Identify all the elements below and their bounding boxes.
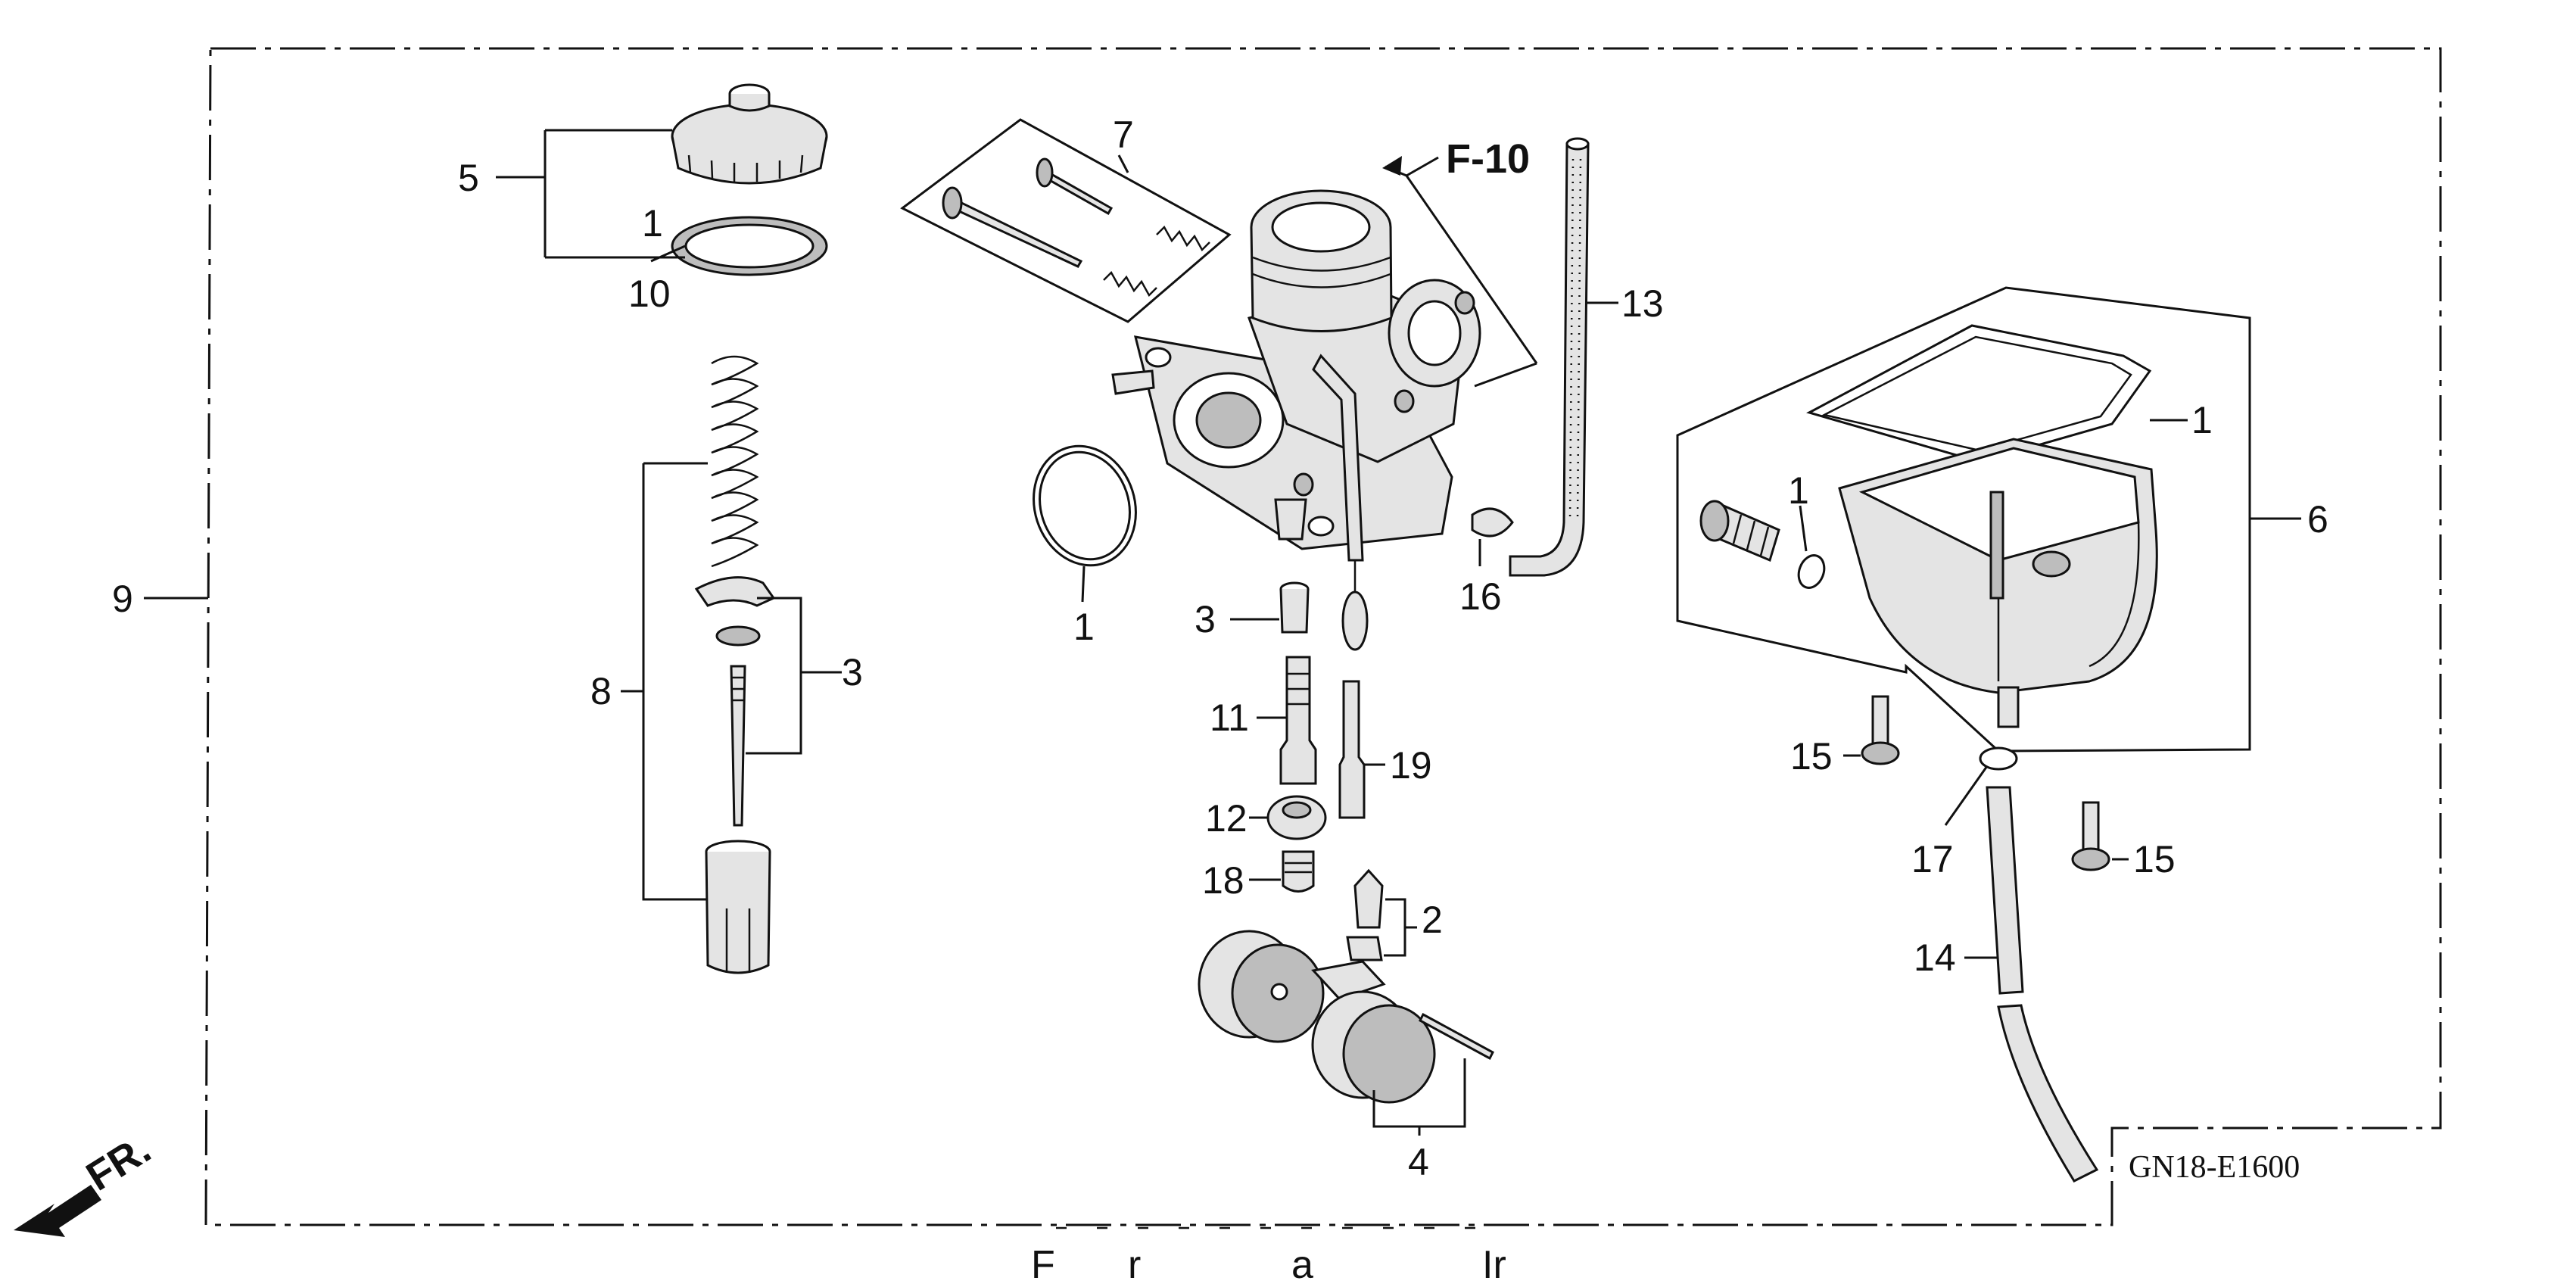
throttle-stop-screw [1036, 157, 1114, 216]
cap-gasket [671, 216, 828, 276]
throttle-spring [711, 355, 759, 568]
needle-jet [1279, 581, 1310, 634]
spring-seat-clip [694, 576, 776, 607]
leader-1-drain [1799, 505, 1808, 552]
float-chamber [1838, 438, 2158, 728]
chamber-screw-right [2071, 801, 2110, 871]
tube-clip [1471, 507, 1514, 538]
footer-text-1: F [1031, 1243, 1055, 1287]
reference-code: GN18-E1600 [2129, 1150, 2300, 1185]
footer-text-4: Ir [1482, 1243, 1506, 1287]
leader-2 [1384, 898, 1417, 957]
leader-8 [621, 462, 708, 901]
plug-screw [1282, 850, 1315, 893]
f10-arrowhead [1382, 156, 1402, 176]
leader-3-left [746, 597, 842, 755]
pilot-screw-box [900, 118, 1232, 323]
callout-1-cap-gasket: 1 [642, 202, 663, 245]
callout-3-right: 3 [1195, 598, 1216, 640]
chamber-screw-left [1861, 695, 1900, 765]
main-jet-holder [1279, 656, 1317, 785]
callout-2: 2 [1422, 899, 1443, 941]
leader-7 [1117, 154, 1129, 173]
footer-text-3: a [1291, 1243, 1313, 1287]
throttle-slide [705, 840, 771, 974]
callout-19: 19 [1390, 744, 1432, 787]
pilot-screw-springs [1103, 225, 1210, 298]
callout-15-left: 15 [1790, 735, 1833, 777]
float-pin [1419, 1012, 1494, 1061]
callout-6: 6 [2307, 498, 2328, 541]
arrow-label-f10: F-10 [1446, 136, 1530, 182]
leader-4 [1372, 1058, 1466, 1136]
callout-14: 14 [1914, 936, 1956, 979]
leader-10 [650, 245, 686, 263]
leader-17 [1944, 765, 1989, 826]
callout-5: 5 [458, 157, 479, 199]
jet-needle [730, 665, 746, 827]
leader-1-oring [1081, 566, 1086, 603]
pilot-screw [942, 186, 1083, 268]
callout-7: 7 [1113, 114, 1134, 156]
float [1198, 930, 1436, 1104]
large-o-ring [1033, 444, 1137, 567]
callout-8: 8 [590, 670, 612, 712]
callout-16: 16 [1459, 575, 1502, 618]
float-valve [1346, 868, 1384, 961]
top-cap [671, 83, 828, 185]
leader-5 [496, 129, 685, 259]
callout-4: 4 [1408, 1141, 1429, 1183]
callout-10: 10 [628, 273, 671, 315]
drain-screw [1699, 500, 1780, 562]
vent-tube [1509, 137, 1590, 577]
carburetor-body [1111, 189, 1481, 651]
callout-12: 12 [1205, 797, 1248, 840]
f10-leader [1474, 362, 1537, 388]
callout-1-drain-oring: 1 [1788, 469, 1809, 512]
callout-1-float-gasket: 1 [2191, 399, 2213, 441]
drain-tube-clip [1979, 746, 2018, 771]
callout-13: 13 [1621, 282, 1664, 325]
callout-17: 17 [1911, 838, 1954, 880]
drain-screw-o-ring [1797, 554, 1826, 589]
float-chamber-gasket [1806, 324, 2152, 463]
callout-3-left: 3 [842, 651, 863, 693]
callout-1-oring: 1 [1073, 606, 1095, 648]
slow-jet [1338, 680, 1366, 819]
drain-tube [1986, 786, 2099, 1183]
callout-15-right: 15 [2133, 838, 2176, 880]
front-direction-arrow [14, 1185, 101, 1237]
needle-clip [715, 625, 761, 647]
callout-11: 11 [1210, 696, 1249, 739]
callout-18: 18 [1202, 859, 1244, 902]
callout-9: 9 [112, 578, 133, 620]
footer-text-2: r [1128, 1243, 1141, 1287]
main-jet [1266, 795, 1327, 840]
assembly-boundary [204, 47, 2442, 1226]
